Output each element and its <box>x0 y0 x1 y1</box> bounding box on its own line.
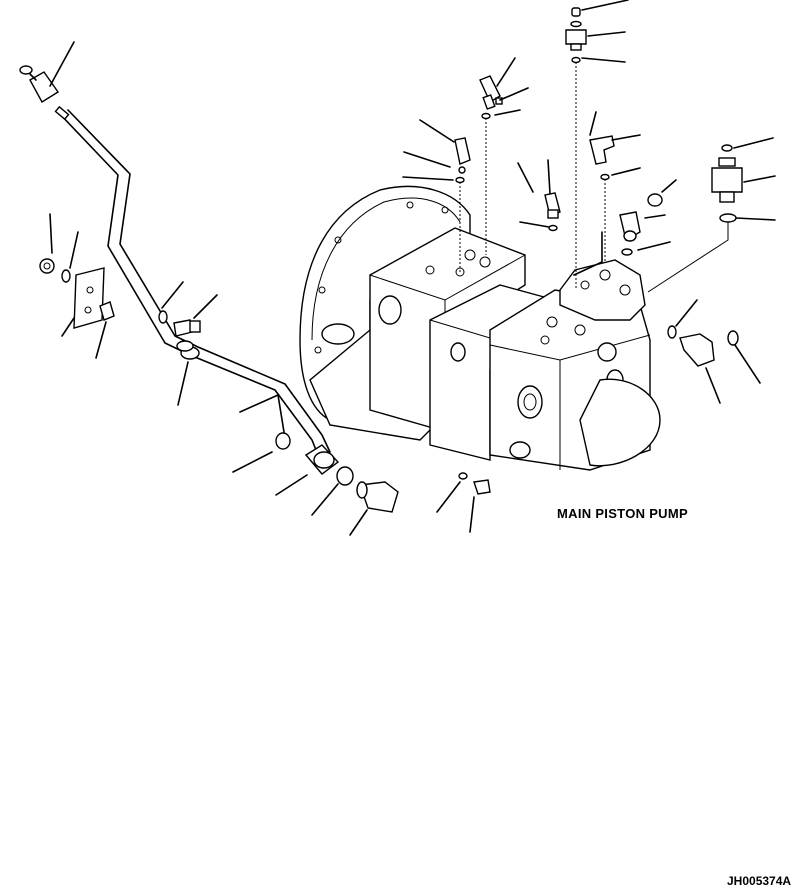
assembly-title-label: MAIN PISTON PUMP <box>557 506 688 521</box>
main-piston-pump-body <box>299 185 661 471</box>
pump-fittings <box>454 7 743 495</box>
breather-cap <box>29 71 59 103</box>
suction-tube-assembly <box>19 65 399 513</box>
tube-bracket <box>73 267 105 329</box>
leader-lines <box>49 0 776 536</box>
drawing-number: JH005374A <box>727 874 792 888</box>
